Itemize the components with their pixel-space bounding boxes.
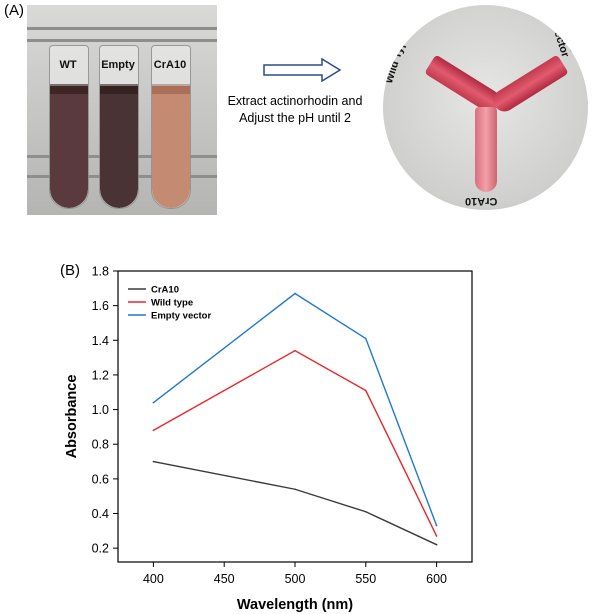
- tube-wt: [49, 45, 89, 209]
- y-tick-label: 1.8: [92, 265, 109, 279]
- data-point: [152, 401, 155, 404]
- tube-label-cra10: CrA10: [153, 59, 187, 71]
- y-tick-label: 1.6: [92, 299, 109, 313]
- x-tick-label: 500: [285, 572, 306, 586]
- tube-liquid: [50, 86, 88, 208]
- y-tick-label: 1.0: [92, 403, 109, 417]
- data-point: [365, 389, 367, 392]
- y-tick-label: 0.8: [92, 438, 109, 452]
- tube-liquid: [152, 86, 190, 208]
- data-point: [365, 510, 367, 513]
- data-point: [435, 543, 438, 546]
- y-tick-label: 0.6: [92, 472, 109, 486]
- panel-b-label: (B): [60, 262, 80, 279]
- tube-liquid: [100, 86, 138, 208]
- tube-label-empty: Empty: [101, 59, 135, 71]
- y-axis-label: Absorbance: [64, 375, 80, 459]
- right-arrow-icon: [262, 58, 342, 82]
- y-tick-label: 1.2: [92, 368, 109, 382]
- microtubes-photo: Wild Type Empty Vector CrA10: [383, 5, 588, 210]
- data-point: [152, 429, 155, 432]
- data-point: [294, 349, 296, 352]
- legend-label: CrA10: [151, 285, 179, 296]
- rack-bar: [27, 39, 217, 42]
- tube-band: [152, 84, 190, 94]
- panel-a-label: (A): [4, 2, 24, 19]
- tube-label-wt: WT: [59, 59, 77, 71]
- x-tick-label: 450: [214, 572, 235, 586]
- data-point: [365, 337, 367, 340]
- legend-label: Wild type: [151, 298, 193, 309]
- y-tick-label: 0.4: [92, 507, 109, 521]
- x-tick-label: 550: [355, 572, 376, 586]
- tube-empty: [99, 45, 139, 209]
- data-point: [294, 488, 296, 491]
- arrow-caption: Extract actinorhodin and Adjust the pH u…: [227, 94, 363, 125]
- y-tick-label: 0.2: [92, 542, 109, 556]
- series-line-wild-type: [153, 349, 438, 537]
- test-tubes-photo: WT Empty CrA10: [27, 5, 217, 215]
- tube-band: [50, 84, 88, 94]
- data-point: [294, 292, 296, 295]
- data-point: [152, 460, 155, 463]
- x-tick-label: 400: [143, 572, 164, 586]
- microtube-cra10: [475, 107, 497, 192]
- rack-bar: [27, 27, 217, 30]
- tube-band: [100, 84, 138, 94]
- legend-label: Empty vector: [151, 311, 211, 322]
- data-point: [435, 535, 438, 537]
- series-line-empty-vector: [152, 292, 438, 526]
- data-point: [435, 524, 438, 527]
- tube-cra10: [151, 45, 191, 209]
- x-tick-label: 600: [426, 572, 447, 586]
- y-tick-label: 1.4: [92, 334, 109, 348]
- x-axis-label: Wavelength (nm): [237, 597, 353, 613]
- series-line-cra10: [153, 460, 437, 546]
